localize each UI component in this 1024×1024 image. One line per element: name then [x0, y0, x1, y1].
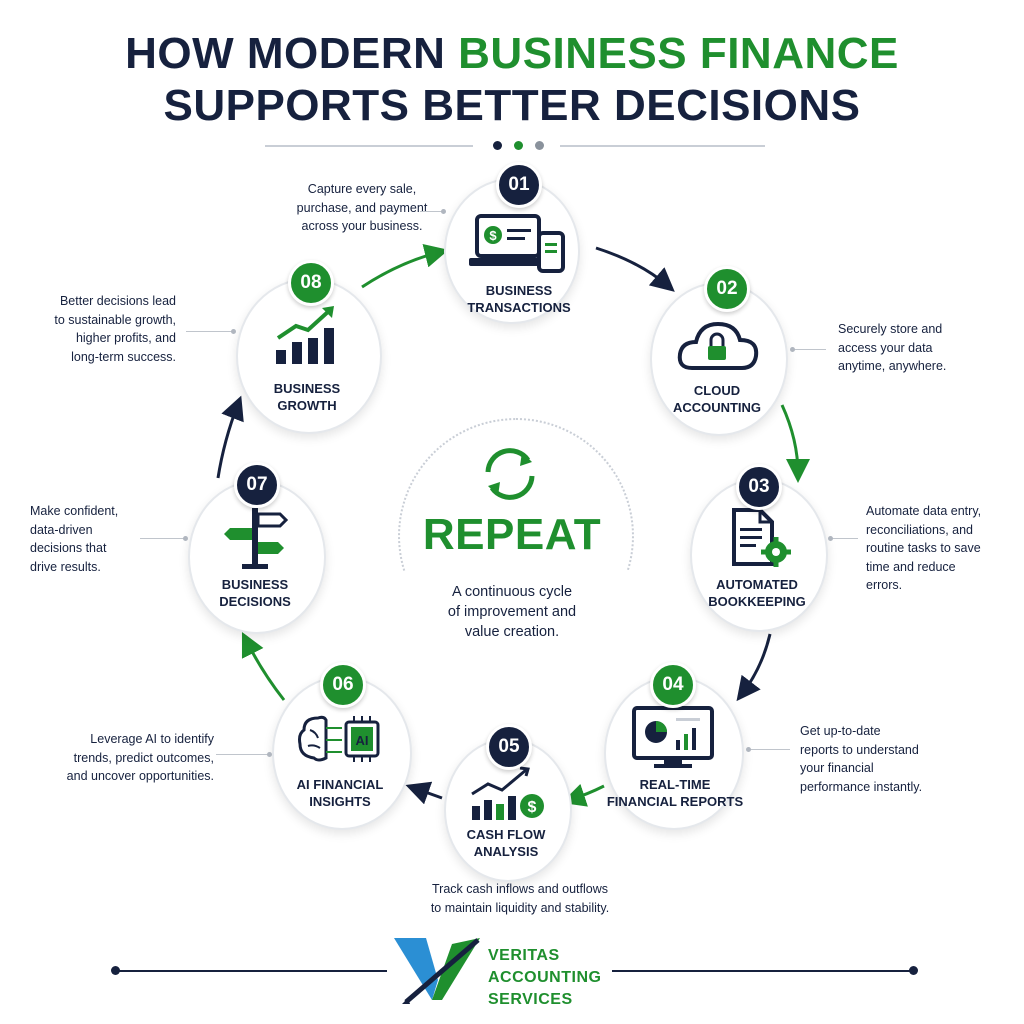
step-label-07: BUSINESS DECISIONS — [219, 577, 291, 609]
step-desc-04: Get up-to-date reports to understand you… — [800, 724, 923, 794]
growth-chart-icon — [276, 306, 334, 364]
title-divider-left — [265, 145, 473, 147]
leader-07 — [140, 536, 188, 541]
step-badge-05: 05 — [486, 724, 532, 770]
leader-03 — [828, 536, 858, 541]
step-desc-07: Make confident, data-driven decisions th… — [30, 504, 119, 574]
footer-divider-left — [115, 970, 387, 972]
document-gear-icon — [732, 508, 791, 567]
title-divider-right — [560, 145, 765, 147]
arrow-01-to-02 — [595, 246, 675, 292]
step-label-08: BUSINESS GROWTH — [273, 381, 341, 413]
arrow-08-to-01 — [361, 243, 449, 289]
leader-02 — [790, 347, 826, 352]
arrow-03-to-04 — [736, 633, 772, 702]
step-badge-08: 08 — [288, 260, 334, 306]
signpost-icon — [224, 508, 289, 569]
step-desc-02: Securely store and access your data anyt… — [838, 322, 947, 373]
step-label-06: AI FINANCIAL INSIGHTS — [296, 777, 384, 809]
divider-dot-navy — [493, 141, 502, 150]
bars-dollar-icon: $ — [471, 766, 544, 820]
leader-04 — [746, 747, 790, 752]
center-description: A continuous cycle of improvement and va… — [447, 584, 577, 640]
arrow-04-to-05 — [561, 783, 605, 807]
step-badge-01: 01 — [496, 162, 542, 208]
page-title: HOW MODERN BUSINESS FINANCE SUPPORTS BET… — [0, 28, 1024, 132]
footer-dot-left — [111, 966, 120, 975]
step-desc-01: Capture every sale, purchase, and paymen… — [296, 182, 428, 233]
brain-ai-chip-icon: AI — [298, 715, 380, 762]
laptop-phone-dollar-icon: $ — [469, 214, 565, 273]
step-desc-06: Leverage AI to identify trends, predict … — [66, 732, 214, 783]
title-line1-prefix: HOW MODERN — [125, 29, 459, 78]
step-label-03: AUTOMATED BOOKKEEPING — [708, 577, 806, 609]
leader-08 — [186, 329, 236, 334]
title-line1-highlight: BUSINESS FINANCE — [458, 29, 899, 78]
step-badge-03: 03 — [736, 464, 782, 510]
brand-name: VERITAS ACCOUNTING SERVICES — [488, 947, 602, 1008]
footer-divider-right — [612, 970, 912, 972]
step-desc-03: Automate data entry, reconciliations, an… — [866, 504, 982, 592]
step-label-04: REAL-TIME FINANCIAL REPORTS — [606, 777, 744, 809]
step-label-01: BUSINESS TRANSACTIONS — [467, 283, 571, 315]
arrow-05-to-06 — [405, 781, 443, 805]
svg-text:$: $ — [489, 228, 497, 243]
divider-dot-green — [514, 141, 523, 150]
center-title: REPEAT — [422, 510, 602, 559]
divider-dot-gray — [535, 141, 544, 150]
footer-dot-right — [909, 966, 918, 975]
v-pen-logo-icon — [394, 938, 480, 1004]
step-badge-04: 04 — [650, 662, 696, 708]
leader-01 — [420, 209, 446, 214]
step-badge-06: 06 — [320, 662, 366, 708]
step-label-02: CLOUD ACCOUNTING — [672, 383, 762, 415]
step-badge-07: 07 — [234, 462, 280, 508]
svg-text:$: $ — [528, 799, 537, 816]
step-desc-08: Better decisions lead to sustainable gro… — [54, 294, 176, 364]
cycle-arrows-icon — [485, 448, 535, 500]
monitor-chart-icon — [632, 706, 714, 768]
arrow-02-to-03 — [780, 404, 810, 483]
arrow-06-to-07 — [241, 631, 286, 701]
svg-text:AI: AI — [356, 733, 369, 748]
step-label-05: CASH FLOW ANALYSIS — [466, 827, 546, 859]
title-line2: SUPPORTS BETTER DECISIONS — [163, 81, 861, 130]
cloud-lock-icon — [677, 321, 759, 370]
step-badge-02: 02 — [704, 266, 750, 312]
arrow-07-to-08 — [216, 395, 244, 479]
step-desc-05: Track cash inflows and outflows to maint… — [430, 882, 610, 915]
leader-06 — [216, 752, 272, 757]
